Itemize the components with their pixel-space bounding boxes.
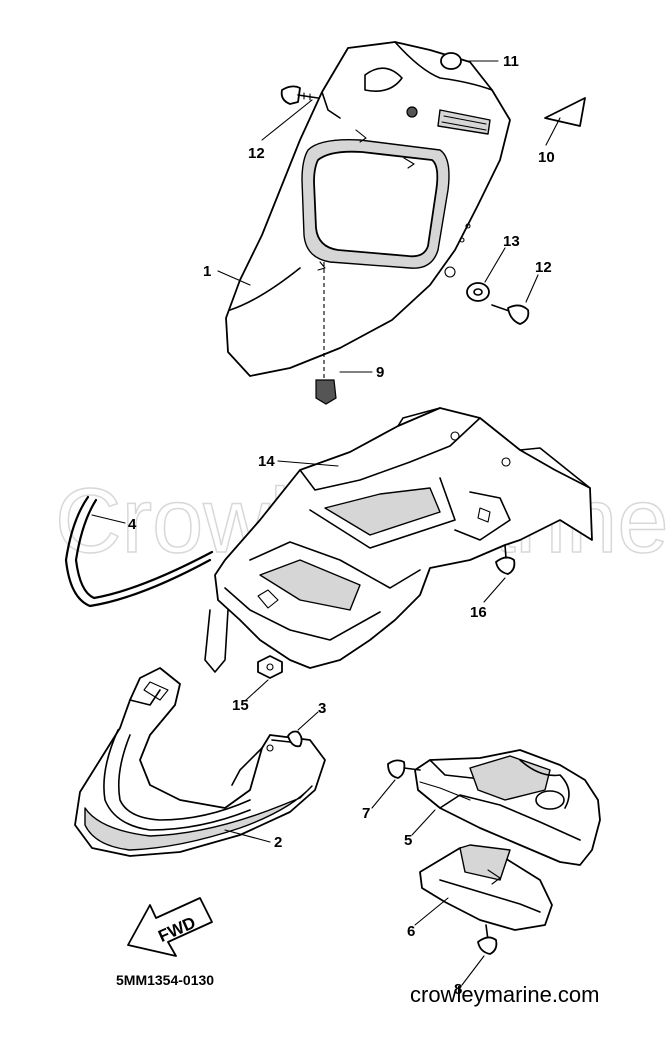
footer-site-name: crowleymarine.com (410, 982, 600, 1007)
callout-3: 3 (318, 700, 326, 717)
callout-2: 2 (274, 834, 282, 851)
part-8-screw (477, 924, 498, 955)
leader-lines (91, 60, 561, 986)
part-10-decal (544, 97, 586, 127)
part-13-washer (466, 282, 490, 302)
callout-9: 9 (376, 364, 384, 381)
callout-8: 8 (454, 981, 462, 998)
callout-1: 1 (203, 263, 211, 280)
callout-5: 5 (404, 832, 412, 849)
callout-6: 6 (407, 923, 415, 940)
callout-12-lower: 12 (535, 259, 552, 276)
callout-7: 7 (362, 805, 370, 822)
callout-10: 10 (538, 149, 555, 166)
callout-15: 15 (232, 697, 249, 714)
callout-12-upper: 12 (248, 145, 265, 162)
part-9-grommet (315, 262, 337, 405)
part-5-intake-duct (414, 749, 601, 866)
callout-4: 4 (128, 516, 137, 533)
part-12-bolt-lower (491, 304, 530, 325)
callout-16: 16 (470, 604, 487, 621)
callouts: 11 12 10 1 13 12 9 14 4 16 15 3 2 7 5 6 … (128, 53, 555, 998)
part-6-duct-plate (419, 844, 553, 931)
part-15-nut (257, 655, 283, 679)
part-1-hood-cover (225, 41, 511, 377)
part-16-screw (495, 544, 516, 575)
callout-11: 11 (503, 53, 519, 70)
part-12-bolt-upper (280, 85, 319, 105)
part-14-inner-frame (204, 407, 593, 673)
callout-13: 13 (503, 233, 520, 250)
fwd-arrow-icon: FWD (127, 897, 213, 957)
callout-14: 14 (258, 453, 275, 470)
part-2-nose-guard (74, 667, 326, 857)
drawing-code: 5MM1354-0130 (116, 972, 214, 988)
part-3-screw (271, 730, 303, 748)
part-11-cap (440, 52, 462, 70)
part-7-bolt (387, 759, 421, 779)
part-4-seal-strip (64, 495, 214, 608)
